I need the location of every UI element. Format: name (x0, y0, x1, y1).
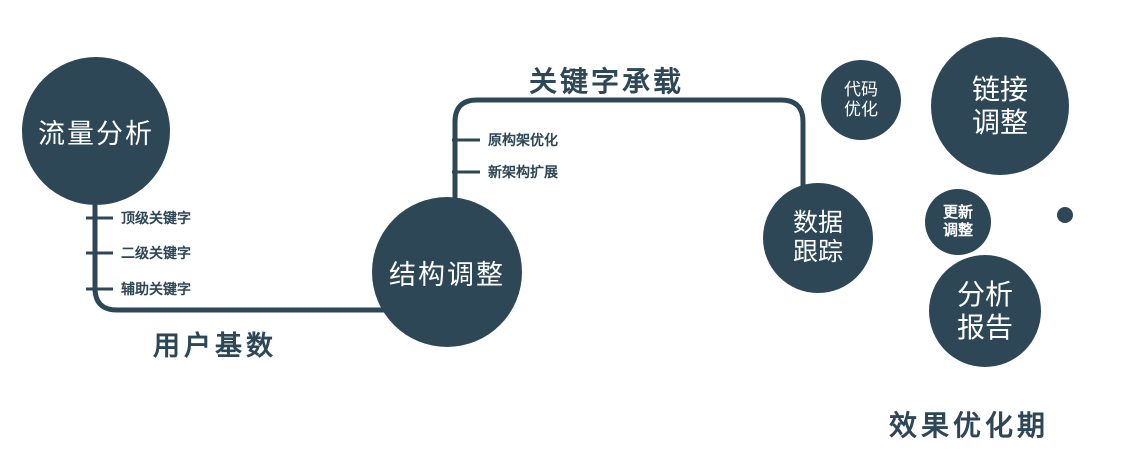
node-structure-adjust: 结构调整 (372, 197, 522, 347)
edge-structure-to-tracking (452, 97, 806, 218)
small-dot (1057, 207, 1073, 223)
node-update-adjust-label: 更新调整 (943, 204, 974, 239)
node-code-optimize: 代码优化 (821, 60, 901, 140)
tick-label-top-keyword: 顶级关键字 (121, 210, 191, 226)
tick-label-arch-optimize: 原构架优化 (488, 132, 558, 148)
node-update-adjust: 更新调整 (925, 189, 991, 255)
node-data-tracking-label: 数据跟踪 (793, 208, 844, 267)
node-analysis-report-label: 分析报告 (957, 278, 1014, 343)
node-link-adjust-label: 链接调整 (972, 73, 1029, 138)
tick-label-second-keyword: 二级关键字 (121, 245, 191, 261)
footer-label: 效果优化期 (889, 410, 1050, 441)
node-traffic-analysis-label: 流量分析 (38, 118, 154, 149)
node-data-tracking: 数据跟踪 (763, 183, 873, 293)
node-structure-adjust-label: 结构调整 (389, 259, 505, 290)
edge-label-keyword-carry: 关键字承载 (529, 66, 685, 97)
node-code-optimize-label: 代码优化 (844, 79, 878, 119)
tick-label-aux-keyword: 辅助关键字 (121, 281, 191, 297)
edge-label-user-base: 用户基数 (153, 331, 277, 361)
node-link-adjust: 链接调整 (931, 37, 1069, 175)
tick-label-arch-expand: 新架构扩展 (488, 164, 558, 180)
node-analysis-report: 分析报告 (929, 255, 1041, 367)
node-traffic-analysis: 流量分析 (22, 57, 170, 205)
